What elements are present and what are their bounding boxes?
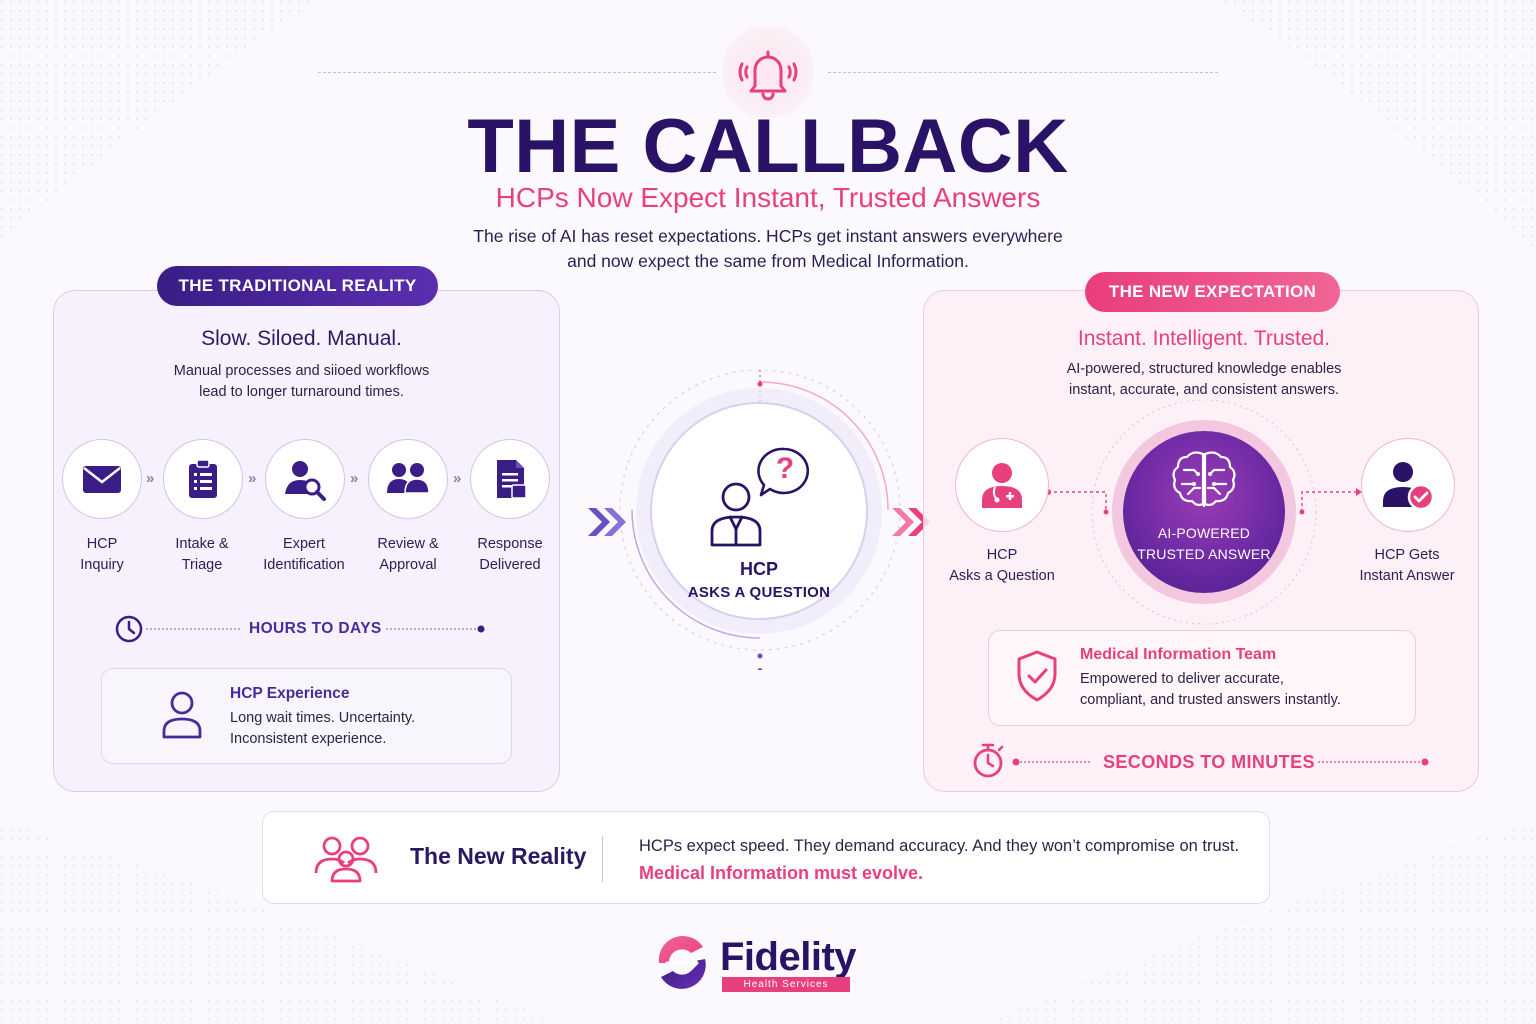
medical-team-line-2: compliant, and trusted answers instantly… xyxy=(1080,692,1341,708)
step-label-1-line-1: HCP xyxy=(86,536,118,552)
step-label-5-line-2: Delivered xyxy=(479,557,541,573)
step-label-4-line-2: Approval xyxy=(379,557,437,573)
step-label-5: Response Delivered xyxy=(450,534,570,576)
center-hcp-circle xyxy=(650,402,868,620)
bell-icon xyxy=(738,50,798,101)
hcp-experience-text: Long wait times. Uncertainty. Inconsiste… xyxy=(230,708,415,750)
user-check-icon xyxy=(1383,462,1435,511)
question-mark: ? xyxy=(775,452,795,485)
step-chevron-4: » xyxy=(453,470,462,487)
brain-circuit-icon xyxy=(1172,451,1236,508)
new-expectation-badge: THE NEW EXPECTATION xyxy=(1085,272,1340,312)
medical-team-title: Medical Information Team xyxy=(1080,646,1277,663)
left-flow-arrows xyxy=(588,508,626,536)
new-expectation-desc-line-2: instant, accurate, and consistent answer… xyxy=(1068,382,1339,398)
step-label-2-line-1: Intake & xyxy=(175,536,229,552)
node-hcp-gets-answer xyxy=(1361,438,1455,532)
node-hcp-asks xyxy=(955,438,1049,532)
step-label-2: Intake & Triage xyxy=(142,534,262,576)
step-label-1: HCP Inquiry xyxy=(42,534,162,576)
node-hcp-asks-line-1: HCP xyxy=(986,547,1018,563)
traditional-badge: THE TRADITIONAL REALITY xyxy=(157,266,438,306)
ai-node-label: AI-POWERED TRUSTED ANSWER xyxy=(1123,523,1285,565)
new-reality-title: The New Reality xyxy=(410,843,587,869)
center-asks-label: ASKS A QUESTION xyxy=(687,584,831,601)
document-icon xyxy=(497,460,527,499)
hcp-experience-line-2: Inconsistent experience. xyxy=(230,731,387,747)
bell-badge xyxy=(722,26,814,118)
stopwatch-icon xyxy=(973,743,1004,778)
medical-team-line-1: Empowered to deliver accurate, xyxy=(1080,671,1284,687)
new-expectation-heading: Instant. Intelligent. Trusted. xyxy=(1077,327,1331,350)
header-rule-right xyxy=(828,72,1218,73)
traditional-desc-line-1: Manual processes and siioed workflows xyxy=(173,363,430,379)
page-title: THE CALLBACK xyxy=(467,104,1069,189)
header-rule-left xyxy=(318,72,716,73)
hcp-experience-title: HCP Experience xyxy=(230,685,350,702)
clock-icon xyxy=(115,615,143,643)
center-hcp-label: HCP xyxy=(739,559,778,579)
doctor-icon xyxy=(982,463,1022,508)
user-outline-icon xyxy=(162,691,202,739)
step-label-4-line-1: Review & xyxy=(377,536,439,552)
step-label-3-line-1: Expert xyxy=(283,536,325,552)
new-reality-text: HCPs expect speed. They demand accuracy.… xyxy=(639,837,1240,855)
medical-information-team-box xyxy=(988,630,1416,726)
intro-text: The rise of AI has reset expectations. H… xyxy=(400,224,1136,274)
traditional-timeline xyxy=(115,615,485,643)
step-label-1-line-2: Inquiry xyxy=(80,557,124,573)
step-hcp-inquiry xyxy=(62,439,142,519)
step-chevron-1: » xyxy=(146,470,155,487)
logo-wordmark: Fidelity xyxy=(720,935,857,979)
step-label-4: Review & Approval xyxy=(348,534,468,576)
logo-tagline: Health Services xyxy=(722,977,850,992)
fidelity-logo-mark xyxy=(658,935,706,989)
people-outline-icon xyxy=(314,836,378,883)
new-expectation-description: AI-powered, structured knowledge enables… xyxy=(923,359,1485,401)
step-label-3: Expert Identification xyxy=(244,534,364,576)
envelope-icon xyxy=(83,466,121,493)
node-label-hcp-gets: HCP Gets Instant Answer xyxy=(1347,545,1467,587)
new-expectation-desc-line-1: AI-powered, structured knowledge enables xyxy=(1066,361,1342,377)
intro-line-1: The rise of AI has reset expectations. H… xyxy=(473,226,1063,246)
person-search-icon xyxy=(285,461,326,501)
step-label-5-line-1: Response xyxy=(477,536,543,552)
new-reality-banner xyxy=(262,811,1270,904)
traditional-description: Manual processes and siioed workflows le… xyxy=(53,361,550,403)
hcp-experience-box xyxy=(101,668,512,764)
ai-node-line-1: AI-POWERED xyxy=(1157,525,1251,541)
hcp-question-icon xyxy=(710,447,810,547)
step-label-2-line-2: Triage xyxy=(181,557,223,573)
node-hcp-asks-line-2: Asks a Question xyxy=(949,568,1055,584)
clipboard-icon xyxy=(189,459,217,498)
step-response-delivered xyxy=(470,439,550,519)
new-reality-divider xyxy=(602,836,603,882)
node-hcp-gets-line-2: Instant Answer xyxy=(1359,568,1455,584)
traditional-time-label: HOURS TO DAYS xyxy=(249,620,382,637)
step-chevron-2: » xyxy=(248,470,257,487)
group-icon xyxy=(387,463,430,494)
medical-team-text: Empowered to deliver accurate, compliant… xyxy=(1080,669,1341,711)
step-label-3-line-2: Identification xyxy=(263,557,345,573)
ai-node-line-2: TRUSTED ANSWER xyxy=(1137,546,1271,562)
step-intake-triage xyxy=(163,439,243,519)
traditional-desc-line-2: lead to longer turnaround times. xyxy=(199,384,404,400)
traditional-heading: Slow. Siloed. Manual. xyxy=(201,327,402,350)
step-expert-identification xyxy=(265,439,345,519)
new-reality-emphasis: Medical Information must evolve. xyxy=(639,863,924,883)
node-hcp-gets-line-1: HCP Gets xyxy=(1374,547,1440,563)
hcp-experience-line-1: Long wait times. Uncertainty. xyxy=(230,710,416,726)
step-review-approval xyxy=(368,439,448,519)
new-expectation-time-label: SECONDS TO MINUTES xyxy=(1103,752,1315,772)
step-chevron-3: » xyxy=(350,470,359,487)
page-subtitle: HCPs Now Expect Instant, Trusted Answers xyxy=(495,182,1041,213)
shield-check-icon xyxy=(1017,650,1057,702)
node-label-hcp-asks: HCP Asks a Question xyxy=(942,545,1062,587)
new-expectation-timeline xyxy=(973,743,1429,778)
intro-line-2: and now expect the same from Medical Inf… xyxy=(567,251,969,271)
